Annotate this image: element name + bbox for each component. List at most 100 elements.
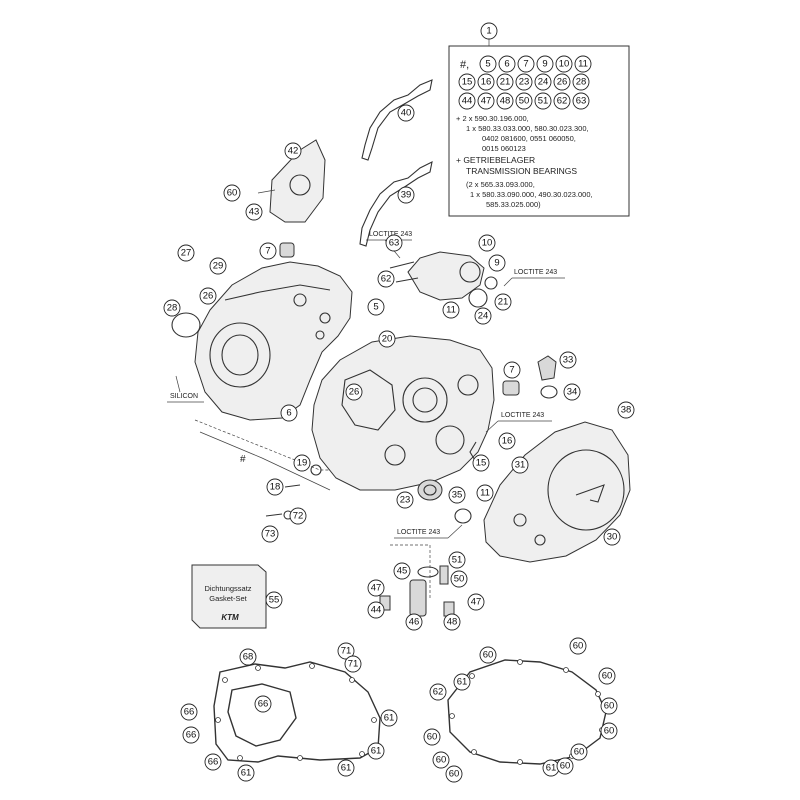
- callout-number: 55: [269, 595, 280, 606]
- callout-number: 60: [560, 761, 571, 772]
- legend-item: 24: [538, 77, 549, 88]
- svg-text:1: 1: [486, 26, 491, 37]
- legend-line: 1 x 580.33.090.000, 490.30.023.000,: [470, 190, 593, 199]
- legend-item: 11: [578, 59, 588, 70]
- callout-number: 27: [181, 248, 192, 259]
- callout-7: 7: [503, 361, 521, 379]
- callout-number: 50: [454, 574, 465, 585]
- callout-47: 47: [367, 579, 385, 597]
- legend-item: 51: [538, 96, 549, 107]
- callout-60: 60: [432, 751, 450, 769]
- callout-number: 35: [452, 490, 463, 501]
- bracket-39: [359, 161, 433, 247]
- legend-line: (2 x 565.33.093.000,: [466, 180, 535, 189]
- legend-item: 47: [481, 96, 492, 107]
- callout-number: 7: [265, 246, 270, 257]
- gasket-set-line1: Dichtungssatz: [204, 584, 251, 593]
- callout-number: 23: [400, 495, 411, 506]
- callout-62: 62: [377, 270, 395, 288]
- callout-number: 60: [604, 701, 615, 712]
- legend-item: 21: [500, 77, 511, 88]
- callout-66: 66: [182, 726, 200, 744]
- callout-60: 60: [556, 757, 574, 775]
- callout-28: 28: [163, 299, 181, 317]
- callout-72: 72: [289, 507, 307, 525]
- callout-number: 24: [478, 311, 489, 322]
- callout-number: 28: [167, 303, 178, 314]
- callout-6: 6: [280, 404, 298, 422]
- legend-item: 50: [519, 96, 530, 107]
- legend-item: 44: [462, 96, 473, 107]
- callout-48: 48: [443, 613, 461, 631]
- svg-text:LOCTITE 243: LOCTITE 243: [501, 412, 544, 419]
- svg-text:LOCTITE 243: LOCTITE 243: [514, 269, 557, 276]
- callout-10: 10: [478, 234, 496, 252]
- callout-number: 10: [482, 238, 493, 249]
- callout-number: 71: [348, 659, 359, 670]
- callout-number: 15: [476, 458, 487, 469]
- callout-11: 11: [442, 301, 460, 319]
- callout-60: 60: [423, 728, 441, 746]
- callout-number: 68: [243, 652, 254, 663]
- callout-31: 31: [511, 456, 529, 474]
- ignition-cover-42: [269, 139, 326, 223]
- bearing-23: [417, 479, 443, 501]
- left-crankcase: [194, 261, 353, 421]
- callout-40: 40: [397, 104, 415, 122]
- callout-16: 16: [498, 432, 516, 450]
- callout-number: 7: [509, 365, 514, 376]
- callout-number: 29: [213, 261, 224, 272]
- callout-9: 9: [488, 254, 506, 272]
- callout-number: 61: [384, 713, 395, 724]
- callout-number: 66: [184, 707, 195, 718]
- callout-number: 31: [515, 460, 526, 471]
- callout-42: 42: [284, 142, 302, 160]
- callout-number: 42: [288, 146, 299, 157]
- callout-50: 50: [450, 570, 468, 588]
- callout-number: 66: [258, 699, 269, 710]
- callout-1: 1: [480, 22, 498, 40]
- callout-60: 60: [569, 637, 587, 655]
- callout-number: 71: [341, 646, 352, 657]
- seal-24: [468, 288, 488, 308]
- callout-number: 60: [604, 726, 615, 737]
- callout-number: 73: [265, 529, 276, 540]
- loctite-label-4: LOCTITE 243: [394, 524, 463, 539]
- legend-line: 585.33.025.000): [486, 200, 541, 209]
- legend-item: 48: [500, 96, 511, 107]
- callout-number: 61: [341, 763, 352, 774]
- callout-number: 62: [381, 274, 392, 285]
- callout-61: 61: [237, 764, 255, 782]
- gasket-set-line2: Gasket-Set: [209, 594, 247, 603]
- legend-line: 1 x 580.33.033.000, 580.30.023.300,: [466, 124, 589, 133]
- legend-item: 26: [557, 77, 568, 88]
- callout-number: 6: [286, 408, 291, 419]
- callout-73: 73: [261, 525, 279, 543]
- callout-number: 34: [567, 387, 578, 398]
- oil-filter-46: [409, 579, 427, 617]
- callout-60: 60: [570, 743, 588, 761]
- bushing-7: [279, 242, 295, 258]
- callout-61: 61: [542, 759, 560, 777]
- legend-line: 0402 081600, 0551 060050,: [482, 134, 576, 143]
- callout-number: 51: [452, 555, 463, 566]
- callout-51: 51: [448, 551, 466, 569]
- callout-number: 60: [436, 755, 447, 766]
- callout-number: 61: [371, 746, 382, 757]
- callout-number: 26: [203, 291, 214, 302]
- legend-item: 5: [485, 59, 490, 70]
- callout-number: 61: [546, 763, 557, 774]
- callout-number: 38: [621, 405, 632, 416]
- callout-62: 62: [429, 683, 447, 701]
- legend-item: 28: [576, 77, 587, 88]
- callout-number: 20: [382, 334, 393, 345]
- callout-15: 15: [472, 454, 490, 472]
- callout-20: 20: [378, 330, 396, 348]
- callout-30: 30: [603, 528, 621, 546]
- callout-26: 26: [345, 383, 363, 401]
- callout-29: 29: [209, 257, 227, 275]
- callout-61: 61: [380, 709, 398, 727]
- callout-60: 60: [600, 722, 618, 740]
- callout-60: 60: [223, 184, 241, 202]
